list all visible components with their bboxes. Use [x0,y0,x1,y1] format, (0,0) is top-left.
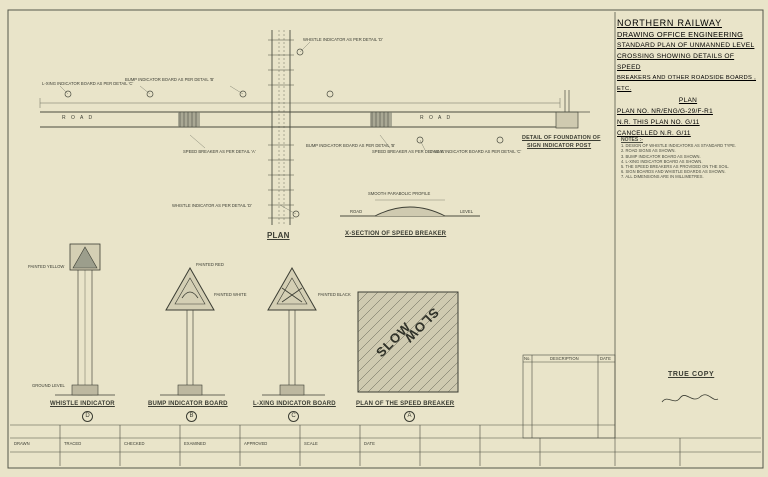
title-plan-no: PLAN NO. NR/ENG/G-29/F-R1 [617,108,713,115]
title-line1: STANDARD PLAN OF UNMANNED LEVEL [617,42,755,49]
note-1: 1. DESIGN OF WHISTLE INDICATORS AS STAND… [621,143,737,149]
title-block: NORTHERN RAILWAY DRAWING OFFICE ENGINEER… [617,18,759,438]
footer-checked: CHECKED [124,441,145,446]
true-copy-stamp: TRUE COPY [668,371,715,378]
xsection-road-label: ROAD [350,209,363,214]
footer-drawn: DRAWN [14,441,30,446]
title-railway: NORTHERN RAILWAY [617,18,722,28]
title-line3: BREAKERS AND OTHER ROADSIDE BOARDS , ETC… [617,75,757,92]
road-label-left: R O A D [62,115,95,121]
plan-label-whistle-bottom: WHISTLE INDICATOR AS PER DETAIL 'D' [172,203,252,208]
plan-label-lxing-left: L-XING INDICATOR BOARD AS PER DETAIL 'C' [42,81,134,86]
note-5: 5. THE SPEED BREAKERS AS PROVIDED ON THE… [621,164,730,170]
speed-breaker-left [178,112,200,127]
view-title-foundation-1: DETAIL OF FOUNDATION OF [522,135,601,141]
notes-block: NOTES :- 1. DESIGN OF WHISTLE INDICATORS… [621,137,757,180]
rev-header-description: DESCRIPTION [550,356,579,361]
plan-sign-markers [64,48,504,218]
breaker-detail-letter: A [404,411,415,422]
title-plan-word: PLAN [678,97,698,104]
sheet-border [7,9,764,469]
speed-breaker-plan-drawing [357,291,459,393]
rev-header-no: No. [524,356,531,361]
view-title-foundation-2: SIGN INDICATOR POST [527,143,592,149]
footer-scale: SCALE [304,441,318,446]
title-this-plan: N.R. THIS PLAN NO. G/11 [617,119,700,126]
view-title-plan: PLAN [267,231,290,240]
label-painted-black: PAINTED BLACK [318,292,351,297]
plan-label-speed-left: SPEED BREAKER AS PER DETAIL 'A' [183,149,256,154]
plan-label-bump-left: BUMP INDICATOR BOARD AS PER DETAIL 'B' [125,77,215,82]
note-4: 4. L-XING INDICATOR BOARD AS SHOWN. [621,158,703,164]
xsection-level-label: LEVEL [460,209,474,214]
title-cancelled: CANCELLED N.R. G/11 [617,130,691,137]
speed-breaker-right [370,112,392,127]
revision-table [522,354,616,439]
label-painted-red: PAINTED RED [196,262,224,267]
road-label-right: R O A D [420,115,453,121]
footer-strip [10,424,761,466]
view-title-lxing: L-XING INDICATOR BOARD [253,401,336,407]
whistle-detail-letter: D [82,411,93,422]
foundation-detail [548,90,590,129]
plan-label-whistle-top: WHISTLE INDICATOR AS PER DETAIL 'D' [303,37,383,42]
plan-label-bump-right: BUMP INDICATOR BOARD AS PER DETAIL 'B' [306,143,396,148]
lxing-detail-letter: C [288,411,299,422]
xsection-speed-breaker [340,199,480,217]
label-painted-yellow: PAINTED YELLOW [28,264,65,269]
whistle-indicator-drawing [55,243,115,396]
lxing-indicator-drawing [262,266,325,396]
note-6: 6. SIGN BOARDS AND WHISTLE BOARDS AS SHO… [621,169,726,175]
title-line2: CROSSING SHOWING DETAILS OF SPEED [617,53,735,71]
note-2: 2. ROAD SIGNS AS SHOWN. [621,148,676,154]
title-office: DRAWING OFFICE ENGINEERING [617,30,744,39]
plan-label-lxing-right: L-XING INDICATOR BOARD AS PER DETAIL 'C' [430,149,522,154]
signature-mark [661,394,719,403]
bump-detail-letter: B [186,411,197,422]
notes-header: NOTES :- [621,137,643,143]
rev-header-date: DATE [600,356,611,361]
note-3: 3. BUMP INDICATOR BOARD AS SHOWN. [621,153,701,159]
view-title-breaker: PLAN OF THE SPEED BREAKER [356,401,455,407]
footer-examined: EXAMINED [184,441,206,446]
xsection-profile-label: SMOOTH PARABOLIC PROFILE [368,191,431,196]
note-7: 7. ALL DIMENSIONS ARE IN MILLIMETRES. [621,174,704,180]
sleepers [268,39,294,219]
bump-indicator-drawing [160,266,225,396]
label-painted-white: PAINTED WHITE [214,292,247,297]
footer-traced: TRACED [64,441,82,446]
footer-date: DATE [364,441,375,446]
footer-approved: APPROVED [244,441,268,446]
plan-leaders [59,41,426,215]
view-title-bump: BUMP INDICATOR BOARD [148,401,228,407]
plan-label-speed-right: SPEED BREAKER AS PER DETAIL 'A' [372,149,445,154]
view-title-xsection: X-SECTION OF SPEED BREAKER [345,231,447,237]
view-title-whistle: WHISTLE INDICATOR [50,401,115,407]
label-ground-level: GROUND LEVEL [32,383,65,388]
